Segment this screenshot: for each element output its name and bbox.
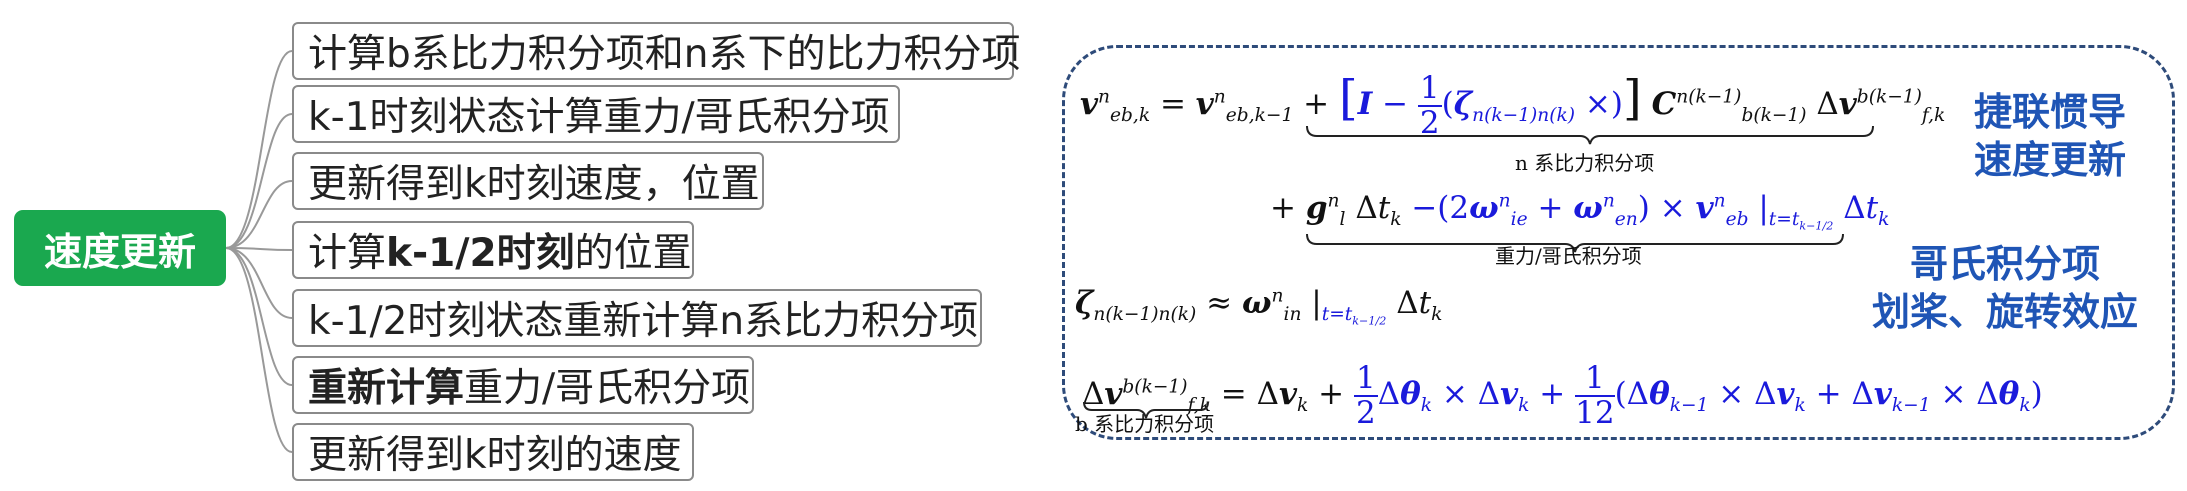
connector — [225, 180, 293, 249]
label-line: 划桨、旋转效应 — [1871, 290, 2138, 334]
connector — [225, 247, 293, 319]
label-strapdown-velocity-update: 捷联惯导 速度更新 — [1950, 88, 2150, 184]
node-compute-specific-force[interactable]: 计算b系比力积分项和n系下的比力积分项 — [292, 22, 1020, 80]
node-update-velocity-position[interactable]: 更新得到k时刻速度，位置 — [292, 152, 764, 210]
node-update-velocity-k[interactable]: 更新得到k时刻的速度 — [292, 423, 694, 481]
node-label: k-1/2时刻状态重新计算n系比力积分项 — [308, 299, 979, 344]
brace-gravity-coriolis — [1306, 233, 1844, 253]
node-label: k-1时刻状态计算重力/哥氏积分项 — [308, 95, 890, 140]
connector — [225, 247, 293, 386]
root-node-velocity-update[interactable]: 速度更新 — [14, 210, 226, 286]
connector — [225, 247, 293, 251]
equation-velocity-update-line2: + gnl Δtk −(2ωnie + ωnen) × vneb |t=tk−1… — [1270, 190, 1890, 233]
label-line: 速度更新 — [1973, 138, 2126, 182]
node-label: 更新得到k时刻的速度 — [308, 433, 682, 478]
node-label-post: 的位置 — [574, 231, 692, 276]
label-line: 捷联惯导 — [1973, 90, 2126, 134]
node-recompute-gravity-coriolis[interactable]: 重新计算重力/哥氏积分项 — [292, 356, 754, 414]
connector — [225, 113, 293, 249]
label-coriolis-sculling: 哥氏积分项 划桨、旋转效应 — [1860, 240, 2150, 336]
equation-rotation-vector: ζn(k−1)n(k) ≈ ωnin |t=tk−1/2 Δtk — [1075, 285, 1443, 328]
node-label: 更新得到k时刻速度，位置 — [308, 162, 760, 207]
node-label-bold: 重新计算 — [308, 366, 465, 411]
brace-label-b-specific-force: b 系比力积分项 — [1075, 412, 1215, 436]
node-label-bold: k-1/2时刻 — [386, 231, 575, 276]
node-label-post: 重力/哥氏积分项 — [464, 366, 751, 411]
root-label: 速度更新 — [43, 229, 196, 274]
node-gravity-coriolis-k-1[interactable]: k-1时刻状态计算重力/哥氏积分项 — [292, 85, 900, 143]
label-line: 哥氏积分项 — [1909, 242, 2100, 286]
brace-n-specific-force — [1306, 125, 1874, 145]
brace-label-gravity-coriolis: 重力/哥氏积分项 — [1495, 244, 1642, 268]
node-label: 计算b系比力积分项和n系下的比力积分项 — [308, 32, 1021, 77]
brace-label-n-specific-force: n 系比力积分项 — [1515, 151, 1655, 175]
node-recompute-n-specific-force[interactable]: k-1/2时刻状态重新计算n系比力积分项 — [292, 289, 982, 347]
connector — [225, 50, 293, 249]
connector — [225, 247, 293, 453]
formula-panel — [1062, 45, 2175, 440]
node-label-pre: 计算 — [308, 231, 387, 276]
brace-b-specific-force — [1083, 401, 1209, 419]
